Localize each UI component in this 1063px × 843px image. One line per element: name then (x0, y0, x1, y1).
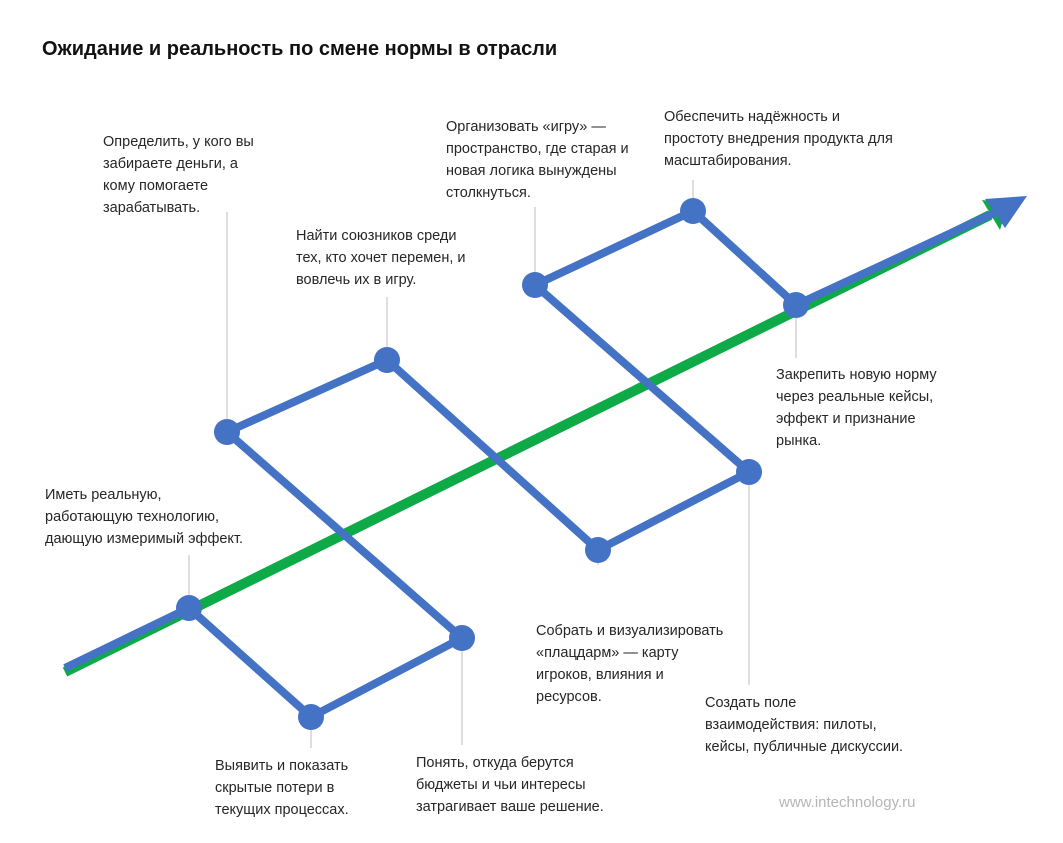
step-node-3 (449, 625, 475, 651)
step-node-6 (585, 537, 611, 563)
step-node-2 (298, 704, 324, 730)
step-label-4: Определить, у кого вы забираете деньги, … (103, 134, 254, 216)
step-node-5 (374, 347, 400, 373)
step-node-1 (176, 595, 202, 621)
step-node-10 (783, 292, 809, 318)
step-node-4 (214, 419, 240, 445)
journey-path (63, 204, 1007, 721)
step-label-10: Закрепить новую норму через реальные кей… (776, 367, 937, 449)
diagram-title: Ожидание и реальность по смене нормы в о… (42, 38, 558, 60)
step-node-7 (736, 459, 762, 485)
step-label-2: Выявить и показать скрытые потери в теку… (215, 758, 349, 818)
trend-line (62, 210, 993, 677)
step-label-7: Создать поле взаимодействия: пилоты, кей… (705, 695, 904, 755)
step-node-9 (680, 198, 706, 224)
watermark: www.intechnology.ru (779, 794, 916, 811)
journey-arrowhead-icon (985, 196, 1027, 228)
step-label-3: Понять, откуда берутся бюджеты и чьи инт… (416, 755, 604, 815)
step-label-5: Найти союзников среди тех, кто хочет пер… (296, 228, 466, 288)
step-label-6: Собрать и визуализировать «плацдарм» — к… (536, 623, 724, 705)
step-label-9: Обеспечить надёжность и простоту внедрен… (664, 109, 893, 169)
step-node-8 (522, 272, 548, 298)
step-label-8: Организовать «игру» — пространство, где … (446, 119, 629, 201)
step-label-1: Иметь реальную, работающую технологию, д… (45, 487, 244, 547)
